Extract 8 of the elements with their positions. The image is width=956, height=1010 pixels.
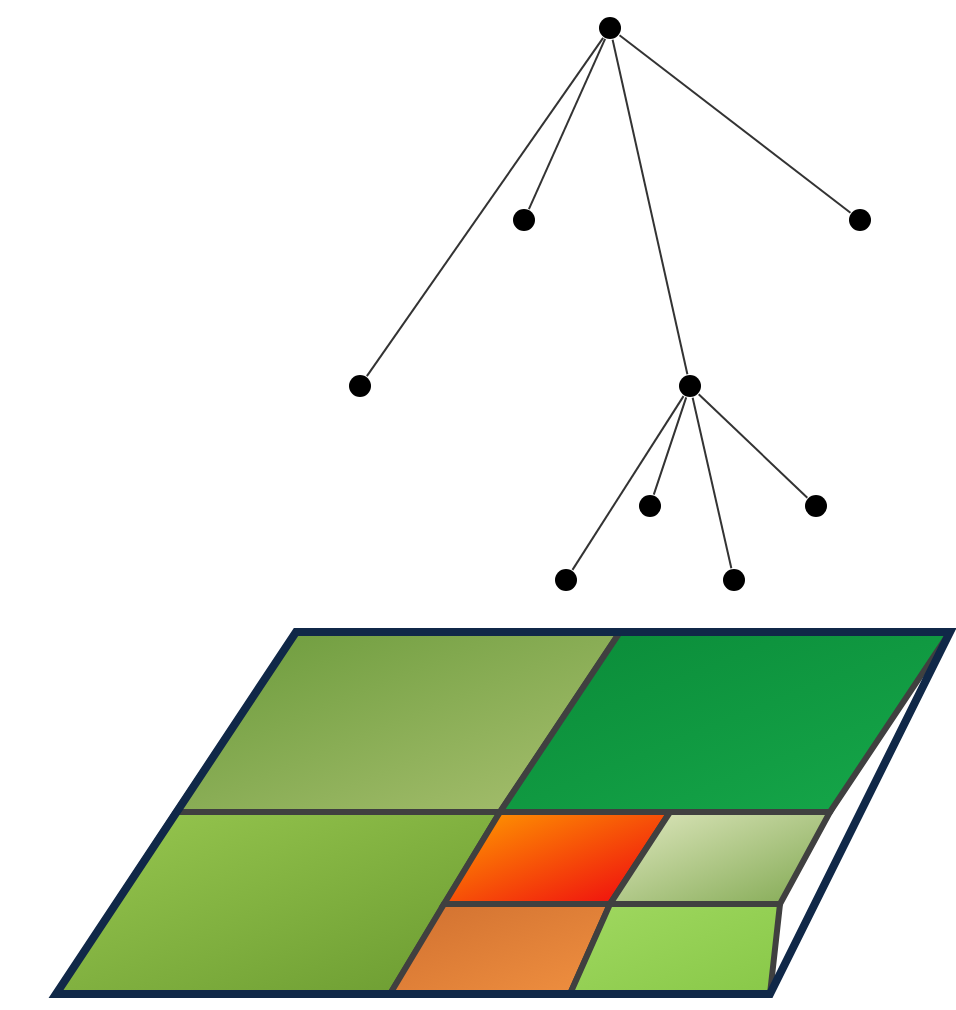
tree-edge: [571, 395, 685, 571]
tree-edge: [365, 36, 605, 378]
tree-edge: [652, 396, 688, 496]
tree-edge: [697, 393, 809, 499]
tree-edge: [691, 396, 733, 570]
tree-edge: [527, 37, 607, 211]
tree-edge: [618, 34, 852, 214]
tree-edge: [611, 38, 689, 376]
